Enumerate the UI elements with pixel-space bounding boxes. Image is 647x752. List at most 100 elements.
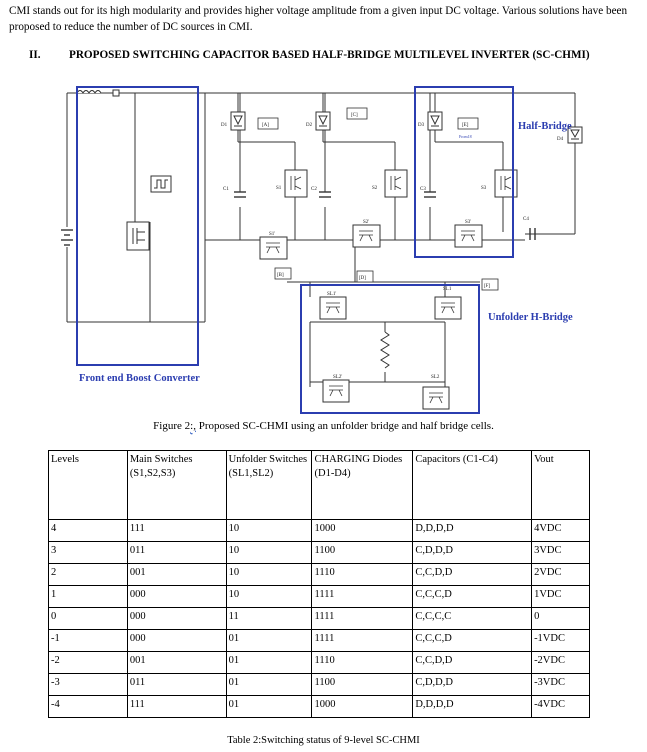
- from-f: [481, 278, 499, 291]
- tag-goto-a: [A]: [262, 123, 269, 128]
- intro-paragraph: CMI stands out for its high modularity a…: [9, 5, 628, 33]
- diode-d4: [567, 126, 583, 144]
- cell-level: 4: [48, 519, 128, 542]
- unfolder-highlight-box: [300, 284, 480, 414]
- section-heading: II.PROPOSED SWITCHING CAPACITOR BASED HA…: [29, 49, 590, 61]
- goto-a: [257, 117, 279, 130]
- switch-sl1p: [319, 296, 347, 320]
- cell-diodes: 1110: [311, 563, 414, 586]
- switch-sl2p: [322, 379, 350, 403]
- cell-level: 0: [48, 607, 128, 630]
- label-d1: D1: [221, 123, 228, 128]
- cell-capacitors: C,C,D,D: [412, 651, 533, 674]
- half-bridge-highlight-box: [414, 86, 514, 258]
- section-number: II.: [29, 49, 41, 61]
- table-header-row: Levels Main Switches (S1,S2,S3) Unfolder…: [48, 450, 590, 520]
- label-c3: C3: [420, 187, 426, 192]
- cell-unfolder-switches: 01: [225, 629, 313, 652]
- switch-s3: [494, 169, 518, 198]
- cell-level: 3: [48, 541, 128, 564]
- label-sl1p: SL1': [327, 292, 336, 297]
- circuit-figure: D1 D2 D3 D4 C1 C2 C3 C4 S1 S2 S3 S1' S2'…: [55, 82, 595, 418]
- label-d3: D3: [418, 123, 425, 128]
- cell-unfolder-switches: 11: [225, 607, 313, 630]
- header-main-switches: Main Switches (S1,S2,S3): [126, 450, 227, 520]
- circuit-diagram: D1 D2 D3 D4 C1 C2 C3 C4 S1 S2 S3 S1' S2'…: [61, 86, 583, 414]
- label-c2: C2: [311, 187, 317, 192]
- switch-s1p: [259, 236, 288, 260]
- tag-from-d: [D]: [359, 276, 366, 281]
- cell-unfolder-switches: 10: [225, 563, 313, 586]
- header-vout: Vout: [531, 450, 590, 520]
- cell-main-switches: 000: [126, 607, 227, 630]
- cell-vout: 3VDC: [531, 541, 590, 564]
- capacitor-symbols: [234, 191, 436, 198]
- cell-unfolder-switches: 10: [225, 541, 313, 564]
- cell-diodes: 1111: [311, 629, 414, 652]
- cell-main-switches: 111: [126, 519, 227, 542]
- label-s2: S2: [372, 186, 378, 191]
- label-s1p: S1': [269, 232, 275, 237]
- label-s3p: S3': [465, 220, 471, 225]
- label-s3: S3: [481, 186, 487, 191]
- figure-caption: Figure 2:, Proposed SC-CHMI using an unf…: [0, 420, 647, 432]
- cell-main-switches: 011: [126, 541, 227, 564]
- switch-s3p: [454, 224, 483, 248]
- cell-unfolder-switches: 10: [225, 519, 313, 542]
- cell-capacitors: C,C,D,D: [412, 563, 533, 586]
- label-c4: C4: [523, 217, 529, 222]
- boost-converter-label: Front end Boost Converter: [79, 373, 200, 384]
- figure-caption-prefix: Figure 2: [153, 420, 191, 432]
- diode-d3: [427, 111, 443, 131]
- from-d: [356, 270, 374, 283]
- from-b: [274, 267, 292, 280]
- cell-diodes: 1111: [311, 585, 414, 608]
- dc-source-symbol: [61, 229, 73, 246]
- boost-switch: [126, 221, 150, 251]
- switch-s2p: [352, 224, 381, 248]
- header-unfolder-switches: Unfolder Switches (SL1,SL2): [225, 450, 313, 520]
- unfolder-label: Unfolder H-Bridge: [488, 312, 573, 323]
- tag-goto-e: [E]: [462, 123, 469, 128]
- cell-level: -3: [48, 673, 128, 696]
- diode-d2: [315, 111, 331, 131]
- label-s2p: S2': [363, 220, 369, 225]
- cell-capacitors: C,D,D,D: [412, 673, 533, 696]
- cell-unfolder-switches: 01: [225, 651, 313, 674]
- boost-highlight-box: [76, 86, 199, 366]
- cell-level: 1: [48, 585, 128, 608]
- cell-diodes: 1000: [311, 519, 414, 542]
- switching-status-table: Levels Main Switches (S1,S2,S3) Unfolder…: [48, 450, 590, 718]
- label-sl2: SL2: [431, 375, 440, 380]
- label-s1: S1: [276, 186, 282, 191]
- cell-vout: -4VDC: [531, 695, 590, 718]
- label-d4: D4: [557, 137, 564, 142]
- cell-vout: -1VDC: [531, 629, 590, 652]
- cell-vout: 0: [531, 607, 590, 630]
- from-block-tag: From18: [459, 134, 472, 139]
- cell-capacitors: C,D,D,D: [412, 541, 533, 564]
- header-levels: Levels: [48, 450, 128, 520]
- cell-main-switches: 000: [126, 629, 227, 652]
- current-sensor: [112, 89, 120, 97]
- cell-main-switches: 011: [126, 673, 227, 696]
- tag-from-f: [F]: [484, 284, 490, 289]
- cell-level: 2: [48, 563, 128, 586]
- cell-vout: 4VDC: [531, 519, 590, 542]
- cell-capacitors: D,D,D,D: [412, 519, 533, 542]
- cell-diodes: 1000: [311, 695, 414, 718]
- cell-vout: 2VDC: [531, 563, 590, 586]
- switch-sl1: [434, 296, 462, 320]
- cell-capacitors: C,C,C,D: [412, 585, 533, 608]
- label-d2: D2: [306, 123, 313, 128]
- cell-capacitors: C,C,C,C: [412, 607, 533, 630]
- switch-sl2: [422, 386, 450, 410]
- header-charging-diodes: CHARGING Diodes (D1-D4): [311, 450, 414, 520]
- cell-main-switches: 001: [126, 563, 227, 586]
- cell-capacitors: C,C,C,D: [412, 629, 533, 652]
